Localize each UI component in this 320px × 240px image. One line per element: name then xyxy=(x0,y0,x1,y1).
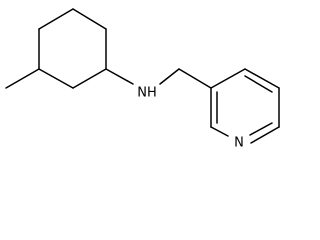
ring-nitrogen-label: N xyxy=(234,136,244,151)
pyridine-ring xyxy=(210,68,280,144)
double-bond-inner-bottom xyxy=(249,122,273,136)
molecule-structure: NH N xyxy=(5,8,280,151)
bond-ring-to-nh xyxy=(105,68,134,85)
cyclohexane-ring xyxy=(38,8,107,89)
bond-c4-c5 xyxy=(72,68,107,89)
bond-p4-p5 xyxy=(250,126,280,144)
bond-c2-c3 xyxy=(72,8,107,30)
bond-c5-c6 xyxy=(38,68,74,89)
bond-c1-c2 xyxy=(38,8,74,30)
amine-nitrogen-label: NH xyxy=(137,86,157,101)
bond-p2-p3 xyxy=(244,68,280,89)
bond-nh-to-ch2 xyxy=(159,68,180,85)
bond-ch2-to-pyridine xyxy=(178,68,212,89)
bond-p1-p2 xyxy=(210,68,246,89)
double-bond-inner-top xyxy=(244,75,273,93)
bond-methyl xyxy=(5,68,40,89)
bond-p6-p1 xyxy=(210,126,229,137)
